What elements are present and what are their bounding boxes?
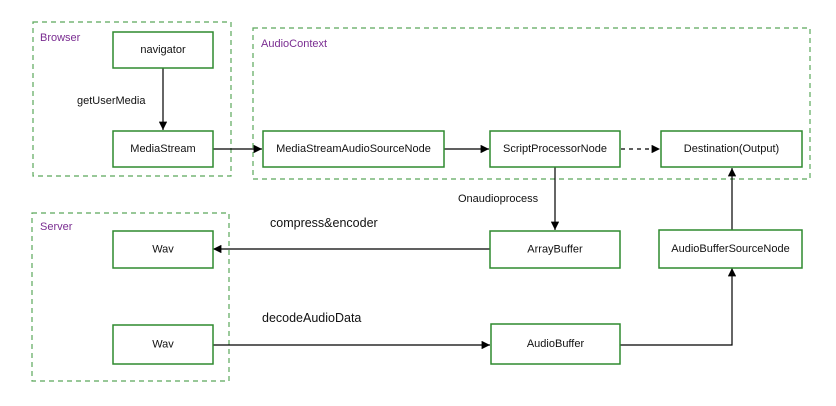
destination-node: Destination(Output) bbox=[660, 130, 803, 168]
mediastream-audio-source-label: MediaStreamAudioSourceNode bbox=[276, 143, 431, 155]
browser-group-label: Browser bbox=[40, 32, 81, 44]
audiocontext-group-label: AudioContext bbox=[261, 38, 327, 50]
navigator-label: navigator bbox=[140, 44, 186, 56]
onaudioprocess-label: Onaudioprocess bbox=[458, 193, 539, 205]
server-group: Server bbox=[31, 212, 230, 382]
audiobuffer-source-label: AudioBufferSourceNode bbox=[671, 243, 789, 255]
wav-bottom-label: Wav bbox=[152, 338, 174, 350]
navigator-node: navigator bbox=[112, 31, 214, 69]
destination-label: Destination(Output) bbox=[684, 143, 779, 155]
mediastream-audio-source-node: MediaStreamAudioSourceNode bbox=[262, 130, 445, 168]
script-processor-node: ScriptProcessorNode bbox=[489, 130, 621, 168]
getusermedia-label: getUserMedia bbox=[77, 95, 146, 107]
audiobuffer-node: AudioBuffer bbox=[490, 323, 621, 365]
arraybuffer-node: ArrayBuffer bbox=[489, 230, 621, 269]
wav-top-node: Wav bbox=[112, 230, 214, 269]
mediastream-label: MediaStream bbox=[130, 143, 195, 155]
audiobuffer-source-node: AudioBufferSourceNode bbox=[658, 229, 803, 269]
arraybuffer-label: ArrayBuffer bbox=[527, 243, 583, 255]
server-group-label: Server bbox=[40, 221, 73, 233]
edge-audiobuffer-to-audiobuffersource bbox=[620, 268, 737, 346]
script-processor-label: ScriptProcessorNode bbox=[503, 143, 607, 155]
compress-encoder-label: compress&encoder bbox=[270, 216, 378, 230]
decode-audio-data-label: decodeAudioData bbox=[262, 311, 361, 325]
browser-group: Browser bbox=[32, 21, 232, 177]
wav-bottom-node: Wav bbox=[112, 324, 214, 365]
wav-top-label: Wav bbox=[152, 243, 174, 255]
mediastream-node: MediaStream bbox=[112, 130, 214, 168]
audiocontext-group: AudioContext bbox=[252, 27, 811, 180]
audiobuffer-label: AudioBuffer bbox=[527, 338, 585, 350]
edges bbox=[158, 68, 737, 350]
